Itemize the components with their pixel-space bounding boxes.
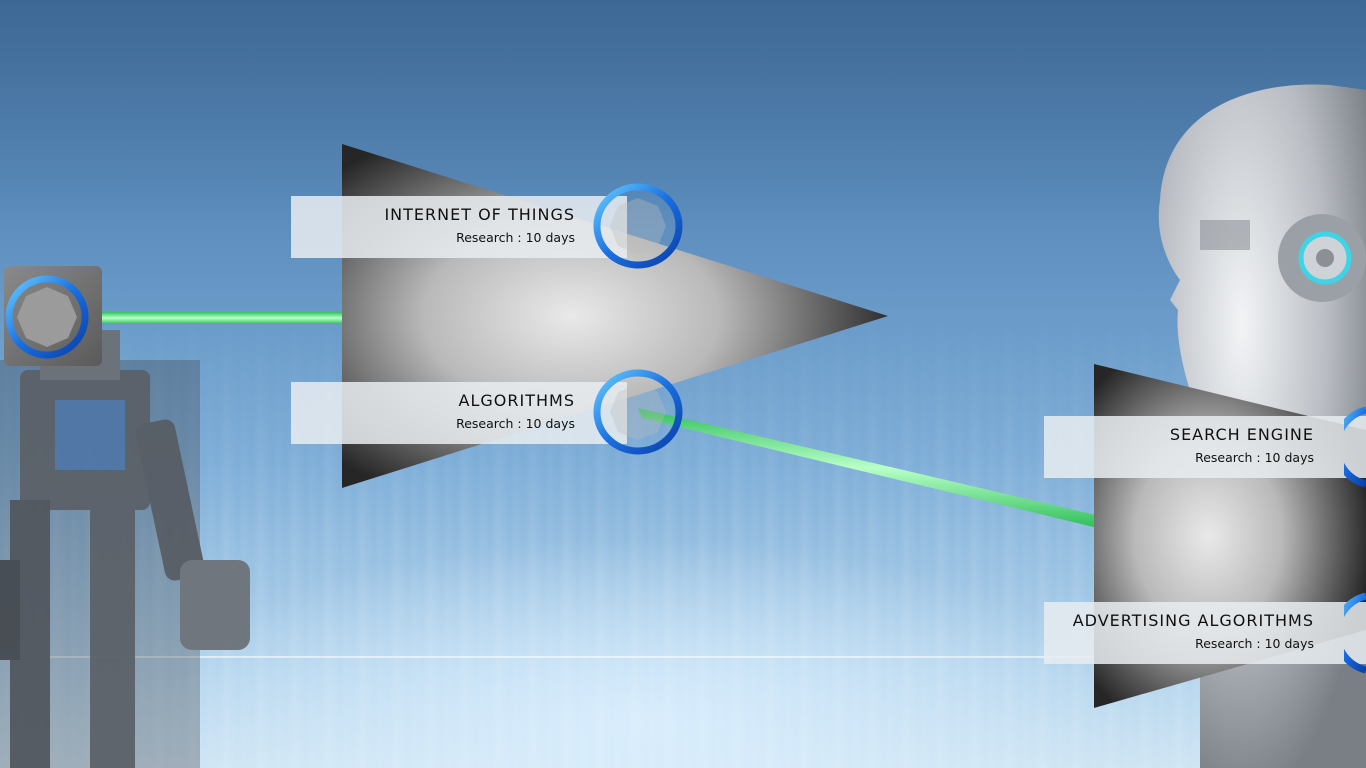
tech-title: ADVERTISING ALGORITHMS (1072, 611, 1314, 630)
tech-card-advertising-algorithms[interactable]: ADVERTISING ALGORITHMS Research : 10 day… (1044, 602, 1366, 664)
tech-node-ring-internet-of-things[interactable] (592, 182, 684, 270)
tech-title: SEARCH ENGINE (1169, 425, 1314, 444)
tech-node-ring-advertising-algorithms[interactable] (1344, 592, 1366, 674)
tech-research-time: Research : 10 days (456, 230, 575, 245)
tech-research-time: Research : 10 days (1195, 636, 1314, 651)
tech-title: ALGORITHMS (458, 391, 575, 410)
tech-card-internet-of-things[interactable]: INTERNET OF THINGS Research : 10 days (291, 196, 627, 258)
tech-card-algorithms[interactable]: ALGORITHMS Research : 10 days (291, 382, 627, 444)
tech-title: INTERNET OF THINGS (384, 205, 575, 224)
tech-node-ring-algorithms[interactable] (592, 368, 684, 456)
tech-research-time: Research : 10 days (1195, 450, 1314, 465)
robot-left-illustration (0, 330, 250, 768)
start-node-ring[interactable] (4, 274, 90, 360)
background-horizon-line (0, 656, 1366, 658)
laser-link-start-to-iot (100, 312, 344, 324)
tech-research-time: Research : 10 days (456, 416, 575, 431)
tech-card-search-engine[interactable]: SEARCH ENGINE Research : 10 days (1044, 416, 1366, 478)
tech-node-ring-search-engine[interactable] (1344, 406, 1366, 488)
laser-link-algorithms-to-search (638, 408, 1100, 528)
